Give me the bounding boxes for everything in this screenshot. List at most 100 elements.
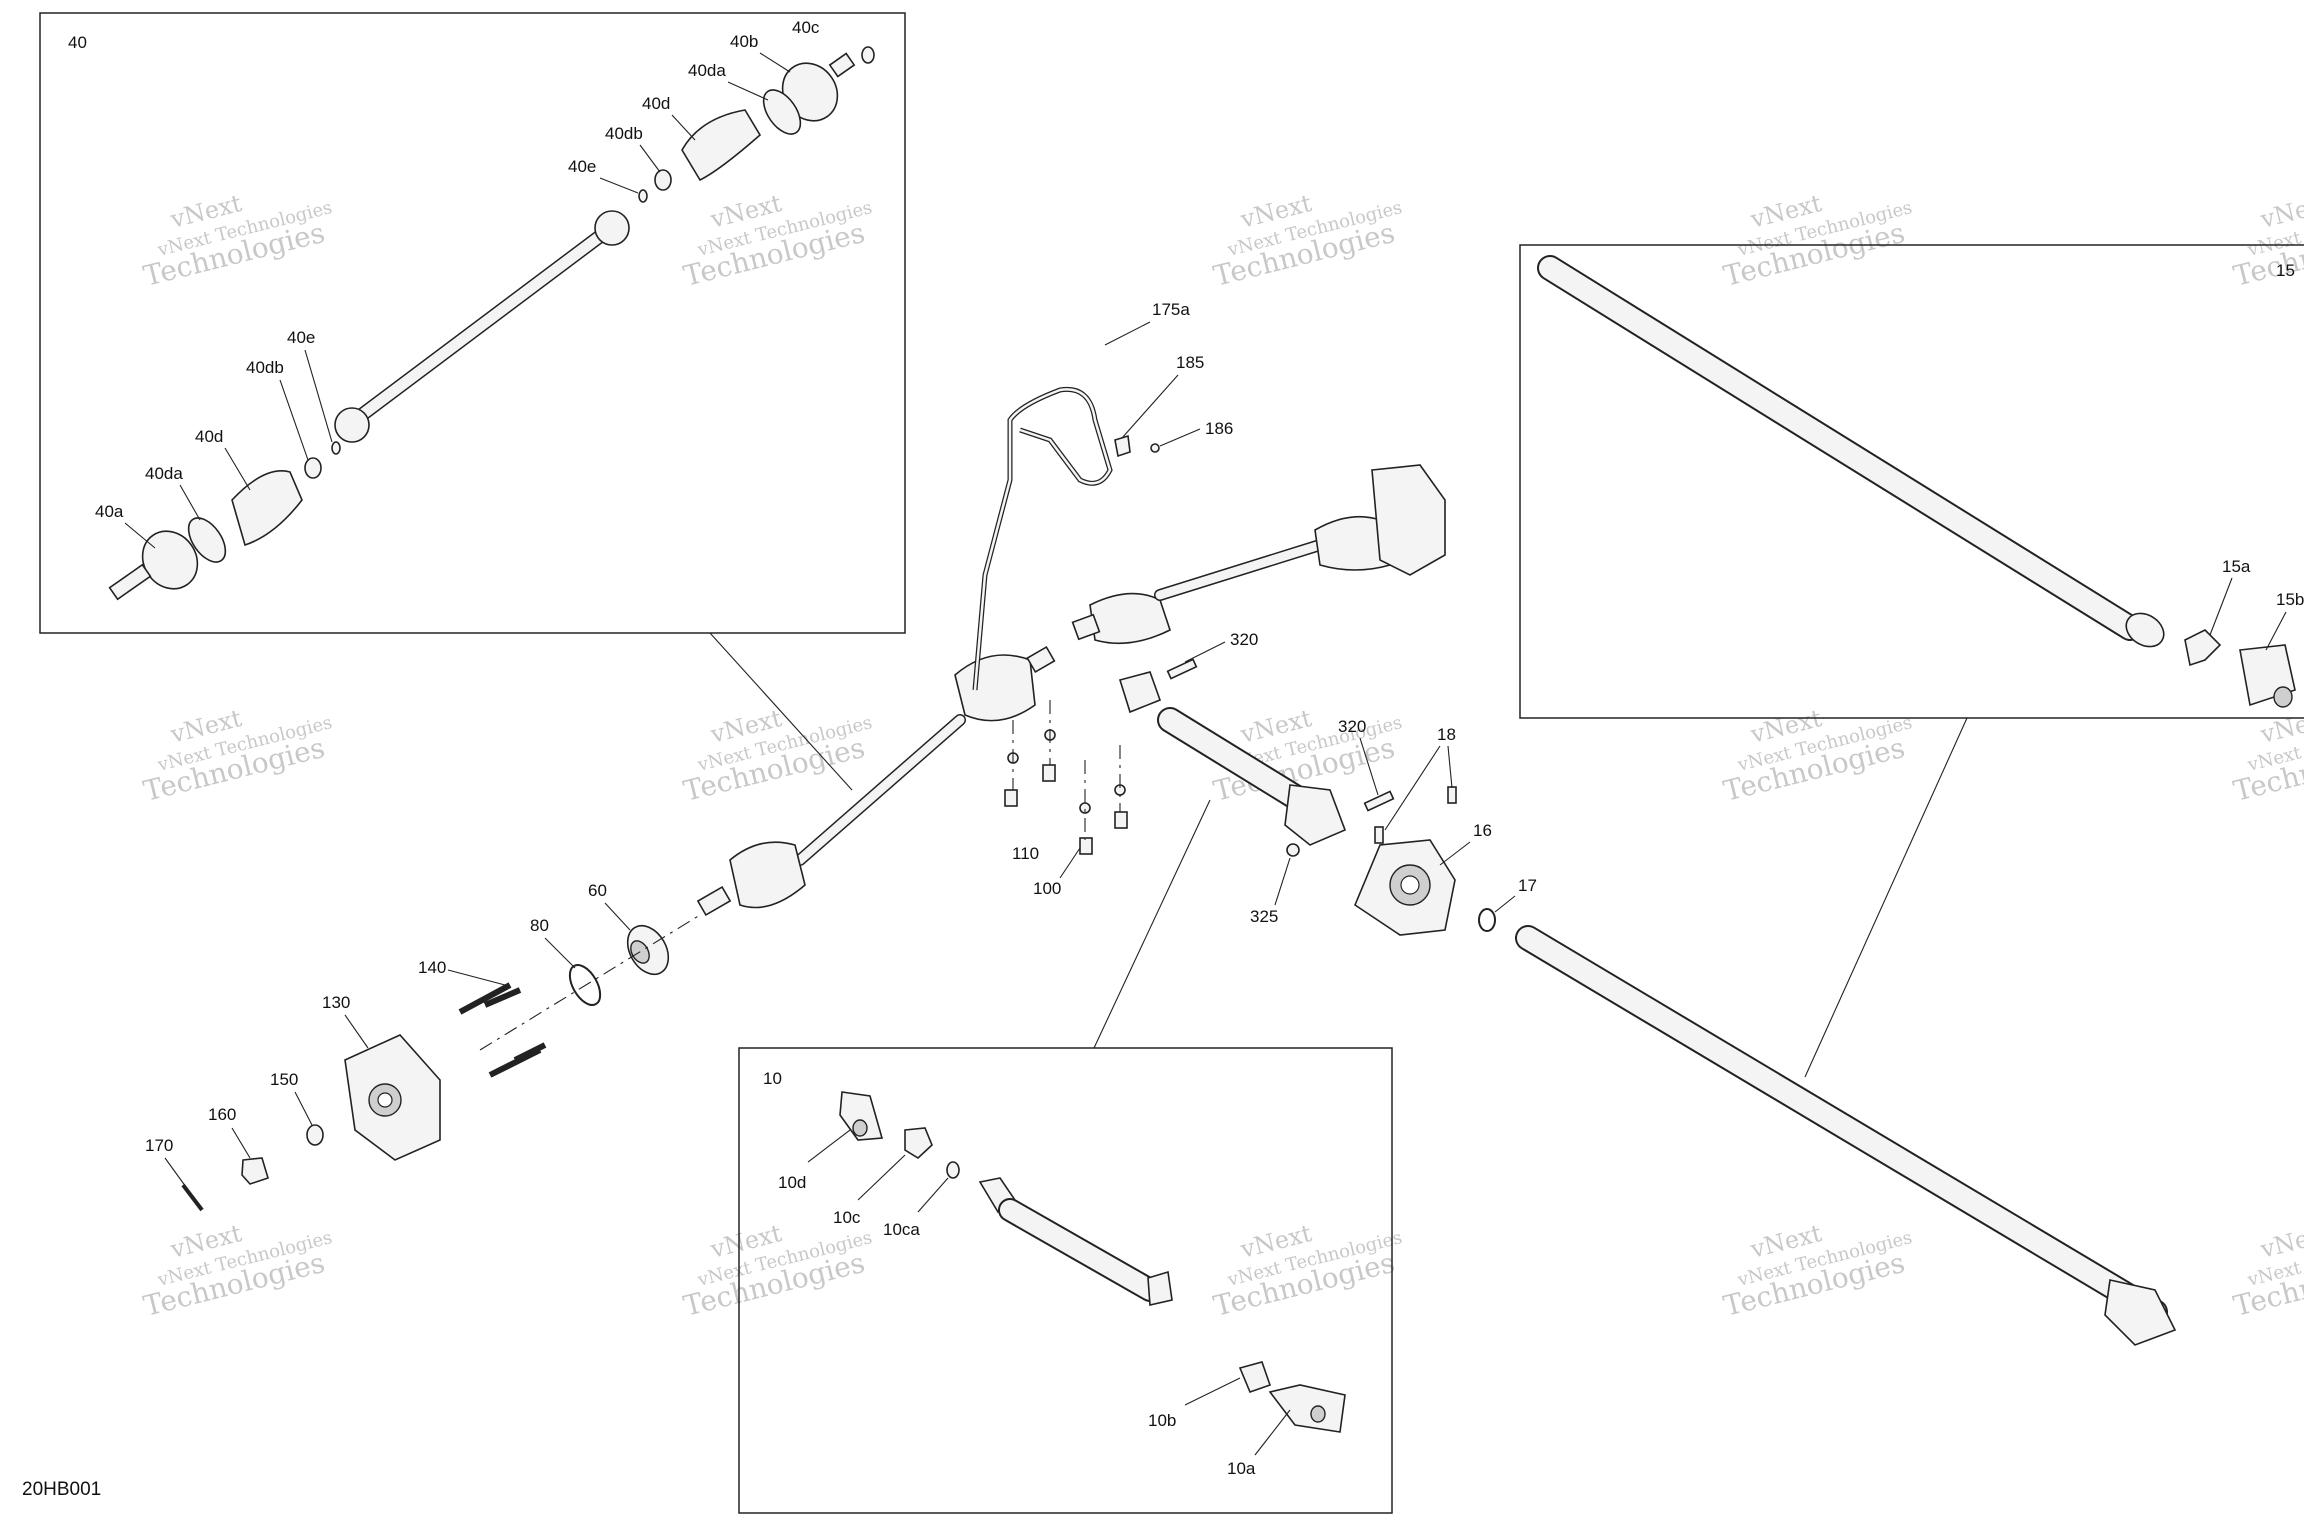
label-18: 18 (1437, 725, 1456, 744)
label-185: 185 (1176, 353, 1204, 372)
watermark: vNext vNext Technologies Technologies (140, 189, 334, 293)
leader-box10 (1093, 799, 1211, 1049)
tripod-inner-lower (334, 407, 370, 443)
axis-line (479, 914, 701, 1051)
detail-box-40-id: 40 (68, 33, 87, 52)
label-10a: 10a (1227, 1459, 1256, 1478)
bolt-set-100-110 (1004, 700, 1128, 855)
label-10c: 10c (833, 1208, 861, 1227)
label-40da-bottom: 40da (145, 464, 183, 483)
clamp-40db-top (654, 169, 672, 191)
cv-joint-left-upper (954, 654, 1036, 722)
clamp-40da-bottom (187, 517, 227, 563)
cv-joint-outer (1089, 592, 1171, 645)
watermark: vNext vNext Technologies Technologies (680, 189, 874, 293)
yoke-15 (2125, 612, 2165, 648)
label-130: 130 (322, 993, 350, 1012)
ring-40e-top (638, 189, 648, 203)
label-110: 110 (1012, 844, 1039, 863)
leader-box40 (709, 632, 853, 791)
label-15a: 15a (2222, 557, 2251, 576)
label-160: 160 (208, 1105, 236, 1124)
detail-box-10-id: 10 (763, 1069, 782, 1088)
label-40a: 40a (95, 502, 124, 521)
label-10b: 10b (1148, 1411, 1176, 1430)
u-joint-15a (2184, 629, 2222, 667)
center-bearing-16 (1354, 839, 1456, 936)
bolt-18a (1374, 826, 1384, 844)
label-80: 80 (530, 916, 549, 935)
watermark: vNext vNext Technologies Technologies (2230, 1219, 2304, 1323)
label-100: 100 (1033, 879, 1061, 898)
detail-box-40: 40 40c 40b 40da 40d (39, 12, 906, 634)
label-60: 60 (588, 881, 607, 900)
u-joint-10c (904, 1127, 933, 1160)
cotter-pin-170 (181, 1183, 204, 1212)
rear-prop-shaft-main (1515, 925, 2177, 1346)
label-140: 140 (418, 958, 446, 977)
label-320b: 320 (1338, 717, 1366, 736)
label-186: 186 (1205, 419, 1233, 438)
watermark: vNext vNext Technologies Technologies (140, 1219, 334, 1323)
circlip-40c (861, 46, 875, 64)
detail-box-10-frame (738, 1047, 1393, 1514)
label-40b: 40b (730, 32, 758, 51)
cv-joint-left-lower (729, 841, 806, 909)
watermark: vNext vNext Technologies Technologies (140, 704, 334, 808)
front-drive-shaft-left (696, 645, 1056, 917)
detail-box-15-id: 15 (2276, 261, 2295, 280)
label-40e-top: 40e (568, 157, 596, 176)
detail-box-40-frame (39, 12, 906, 634)
label-10d: 10d (778, 1173, 806, 1192)
u-joint-10b (1238, 1361, 1272, 1394)
watermark: vNext vNext Technologies Technologies (1210, 189, 1404, 293)
bolt-320a (1166, 658, 1198, 680)
watermark: vNext vNext Technologies Technologies (1720, 1219, 1914, 1323)
boot-40d-top (681, 109, 762, 182)
yoke-10a (1268, 1384, 1346, 1433)
watermark: vNext vNext Technologies Technologies (1720, 704, 1914, 808)
watermark: vNext vNext Technologies Technologies (1210, 1219, 1404, 1323)
front-prop-shaft-main (1118, 658, 1395, 857)
yoke-15b (2239, 644, 2296, 708)
boot-40d-bottom (231, 470, 303, 547)
clamp-40db-bottom (304, 457, 322, 479)
ring-40e-bottom (331, 441, 341, 455)
leader-box15 (1804, 717, 1968, 1078)
nut-325 (1286, 843, 1300, 857)
nut-160 (241, 1157, 269, 1185)
label-40db-bottom: 40db (246, 358, 284, 377)
cv-shaft-40 (334, 210, 630, 443)
wheel-hub-130 (344, 1034, 441, 1161)
prop-shaft-10 (978, 1177, 1173, 1306)
label-150: 150 (270, 1070, 298, 1089)
detail-box-15: 15 15a 15b (1519, 244, 2304, 719)
yoke-10d (839, 1091, 884, 1141)
bolts-140 (458, 982, 547, 1078)
tripod-inner-upper (594, 210, 630, 246)
diagram-code: 20HB001 (22, 1479, 102, 1500)
label-40db-top: 40db (605, 124, 643, 143)
propeller-shaft-15 (1537, 255, 2165, 648)
yoke-rear (2104, 1279, 2177, 1346)
screw-186 (1150, 443, 1160, 453)
label-40d-bottom: 40d (195, 427, 223, 446)
label-170: 170 (145, 1136, 173, 1155)
bolt-320b (1363, 790, 1395, 812)
label-325: 325 (1250, 907, 1278, 926)
detail-box-10: 10 10d 10c 10ca 10b 10a (738, 1047, 1393, 1514)
ring-17 (1478, 908, 1496, 932)
u-joint-front (1118, 671, 1162, 714)
cv-joint-40a (108, 530, 199, 601)
front-drive-shaft-right (1071, 464, 1446, 645)
cv-joint-40b (781, 52, 856, 122)
watermark: vNext vNext Technologies Technologies (680, 704, 874, 808)
washer-150 (306, 1124, 324, 1146)
detail-box-15-frame (1519, 244, 2304, 719)
label-40e-bottom: 40e (287, 328, 315, 347)
differential-housing (1371, 464, 1446, 576)
label-40d-top: 40d (642, 94, 670, 113)
bolt-18b (1447, 786, 1457, 804)
circlip-10ca (946, 1161, 960, 1179)
